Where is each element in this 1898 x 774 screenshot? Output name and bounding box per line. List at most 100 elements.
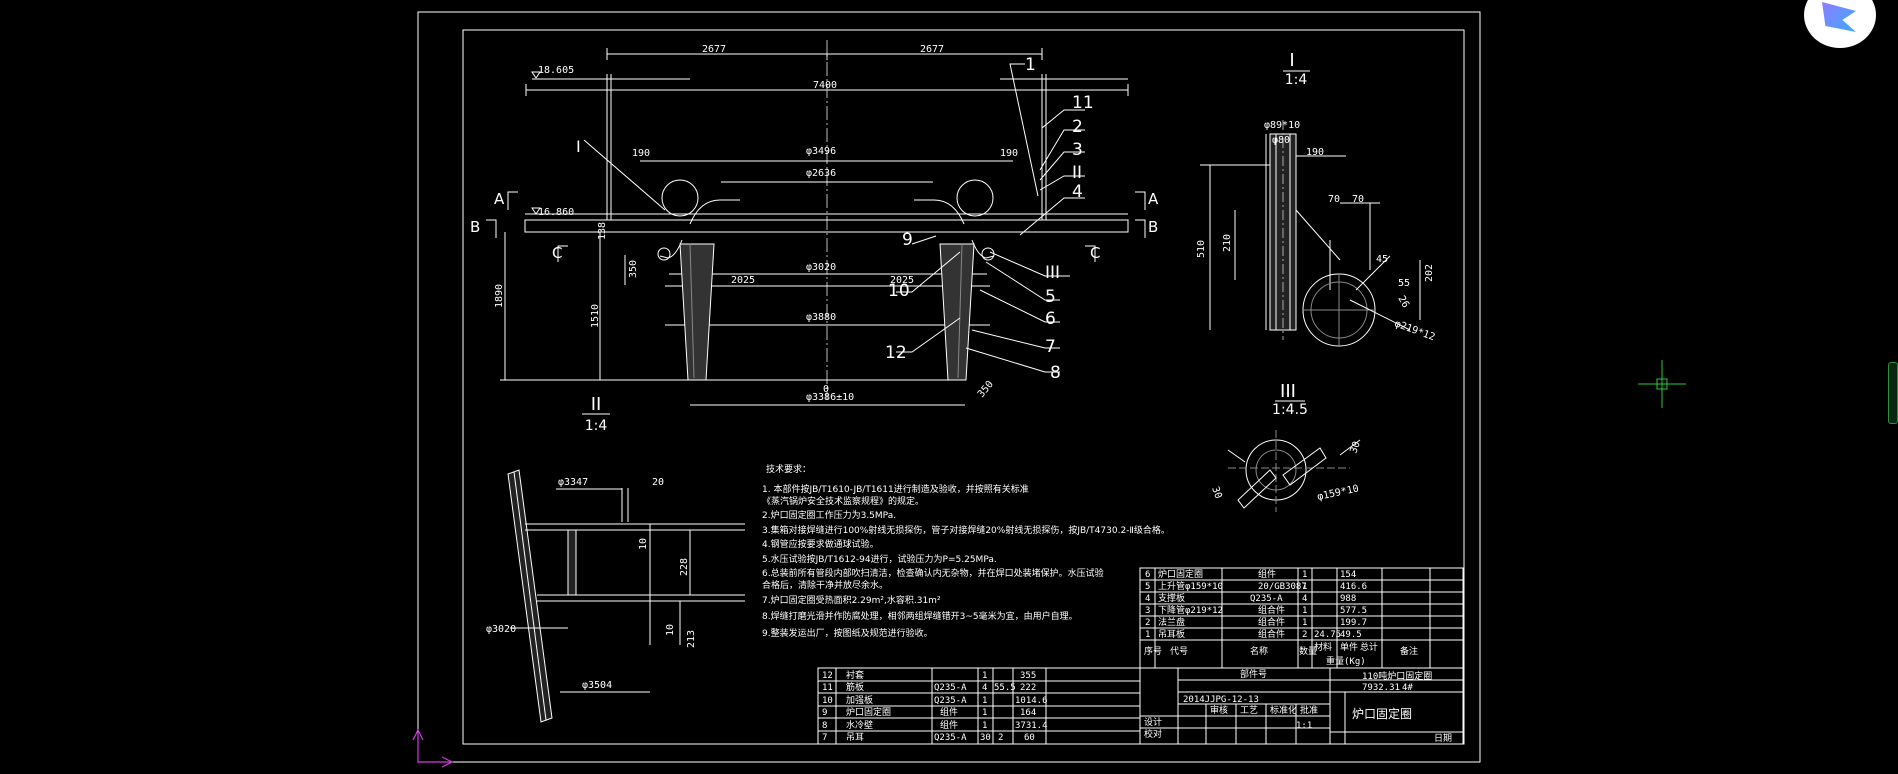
part-callouts: 1 11 2 3 II 4 9 10 III 5 6 12 7 8 (885, 55, 1094, 383)
l-row-10-tot: 1014.6 (1015, 696, 1048, 706)
dim-d2636: φ2636 (806, 168, 836, 179)
l-row-9-qty: 1 (982, 708, 987, 718)
detail-ii-d3347: φ3347 (558, 477, 588, 488)
r-row-6-no: 6 (1145, 570, 1150, 580)
r-row-3-tot: 577.5 (1340, 606, 1367, 616)
tb-label-check: 校对 (1144, 728, 1162, 740)
r-header-remark: 备注 (1400, 645, 1418, 657)
dim-h1890: 1890 (494, 284, 505, 308)
r-header-qty: 数量 (1299, 645, 1317, 657)
l-row-10-qty: 1 (982, 696, 987, 706)
detail-ii-w20: 20 (652, 477, 664, 488)
detail-iii-scale: 1:4.5 (1272, 402, 1308, 418)
note-7: 7.炉口固定圈受热面积2.29m²,水容积.31m² (762, 594, 941, 606)
detail-ii-title: II (591, 394, 602, 415)
note-4: 4.钢管应按要求做通球试验。 (762, 538, 879, 550)
callout-7: 7 (1045, 337, 1056, 357)
r-header-weight: 重量(Kg) (1326, 655, 1366, 667)
r-row-4-name: 支撑板 (1158, 592, 1185, 604)
r-header-mat: 材料 (1314, 641, 1332, 653)
callout-ii: II (1072, 163, 1082, 183)
dim-span: 7400 (813, 80, 837, 91)
r-row-3-spec: 组合件 (1258, 604, 1285, 616)
section-a-right: A (1148, 190, 1159, 208)
r-row-1-wt: 24.75 (1314, 630, 1341, 640)
detail-ii-h228: 228 (679, 558, 690, 576)
parts-table-left-rows: 12 衬套 1 355 11 筋板 Q235-A 4 55.5 222 10 加… (822, 669, 1048, 743)
l-row-11-wt: 55.5 (994, 683, 1016, 693)
section-b-left: B (470, 218, 480, 236)
r-row-1-qty: 2 (1302, 630, 1307, 640)
l-row-7-wt: 2 (998, 733, 1003, 743)
l-row-11-spec: Q235-A (934, 683, 967, 693)
r-row-1-tot: 49.5 (1340, 630, 1362, 640)
section-c-left: C (552, 244, 562, 262)
r-header-name: 名称 (1250, 645, 1268, 657)
outer-border (417, 11, 1481, 763)
note-3: 3.集箱对接焊缝进行100%射线无损探伤，管子对接焊缝20%射线无损探伤，按JB… (762, 524, 1170, 536)
r-header-code: 代号 (1170, 646, 1188, 657)
l-row-9-tot: 164 (1020, 708, 1036, 718)
r-row-1-no: 1 (1145, 630, 1150, 640)
dim-half-right: 2677 (920, 44, 944, 55)
section-b-right: B (1148, 218, 1158, 236)
r-row-1-name: 吊耳板 (1158, 628, 1185, 640)
r-row-5-spec: 20/GB3087 (1258, 582, 1307, 592)
l-row-10-no: 10 (822, 696, 833, 706)
detail-ii-d3504: φ3504 (582, 680, 612, 691)
l-row-7-spec: Q235-A (934, 733, 967, 743)
r-row-4-no: 4 (1145, 594, 1150, 604)
tb-code: 2014JJPG-12-13 (1183, 695, 1259, 705)
detail-i-h510: 510 (1196, 240, 1207, 258)
detail-ii-view (507, 413, 745, 723)
dim-d3020: φ3020 (806, 262, 836, 273)
detail-i-view (1200, 70, 1421, 347)
tb-title: 炉口固定圈 (1352, 706, 1412, 721)
vertical-scrollbar[interactable] (1888, 362, 1898, 424)
tb-weight: 7932.31 (1362, 683, 1400, 693)
l-row-8-no: 8 (822, 721, 827, 731)
note-1b: 《蒸汽锅炉安全技术监察规程》的规定。 (762, 495, 924, 507)
l-row-9-name: 炉口固定圈 (846, 706, 891, 718)
r-row-1-spec: 组合件 (1258, 628, 1285, 640)
crosshair-cursor-icon (1638, 360, 1686, 408)
l-row-11-qty: 4 (982, 683, 987, 693)
detail-i-d80: φ80 (1272, 135, 1290, 146)
main-view-dimension-texts: 2677 2677 7400 18.605 16.860 φ3496 φ2636… (470, 44, 1159, 403)
r-row-5-name: 上升管φ159*10 (1158, 580, 1223, 592)
tb-label-date: 日期 (1434, 733, 1452, 744)
r-row-5-no: 5 (1145, 582, 1150, 592)
main-section-view (486, 40, 1146, 406)
callout-8: 8 (1050, 363, 1061, 383)
callout-3: 3 (1072, 140, 1083, 160)
r-row-5-qty: 1 (1302, 582, 1307, 592)
note-1: 1. 本部件按JB/T1610-JB/T1611进行制造及验收，并按照有关标准 (762, 483, 1029, 495)
dim-h138: 138 (597, 222, 608, 240)
detail-iii-d159: φ159*10 (1316, 483, 1360, 503)
r-row-4-qty: 4 (1302, 594, 1307, 604)
r-header-unit: 单件 (1340, 641, 1358, 653)
tb-project: 110吨炉口固定圈 (1362, 670, 1432, 682)
callout-5: 5 (1045, 287, 1056, 307)
dim-zero: 0 (823, 384, 829, 395)
callout-4: 4 (1072, 182, 1083, 202)
r-row-6-spec: 组件 (1258, 568, 1276, 580)
tb-sheet: 4# (1402, 683, 1413, 693)
callout-1: 1 (1025, 55, 1036, 75)
dim-d3880: φ3880 (806, 312, 836, 323)
detail-iii-a30a: 30 (1348, 440, 1362, 455)
ucs-axis-icon (412, 728, 454, 768)
dim-right-190: 190 (1000, 148, 1018, 159)
l-row-12-name: 衬套 (846, 669, 864, 681)
tb-scale: 1:1 (1296, 721, 1312, 731)
detail-ii-d3020: φ3020 (486, 624, 516, 635)
tb-label-std: 标准化 (1270, 704, 1297, 716)
r-row-2-qty: 1 (1302, 618, 1307, 628)
detail-i-a45: 45 (1376, 254, 1388, 265)
r-row-2-no: 2 (1145, 618, 1150, 628)
detail-i-w190: 190 (1306, 147, 1324, 158)
dim-h1510: 1510 (590, 304, 601, 328)
note-9: 9.整装发运出厂，按图纸及规范进行验收。 (762, 627, 933, 639)
r-header-total: 总计 (1360, 641, 1378, 653)
